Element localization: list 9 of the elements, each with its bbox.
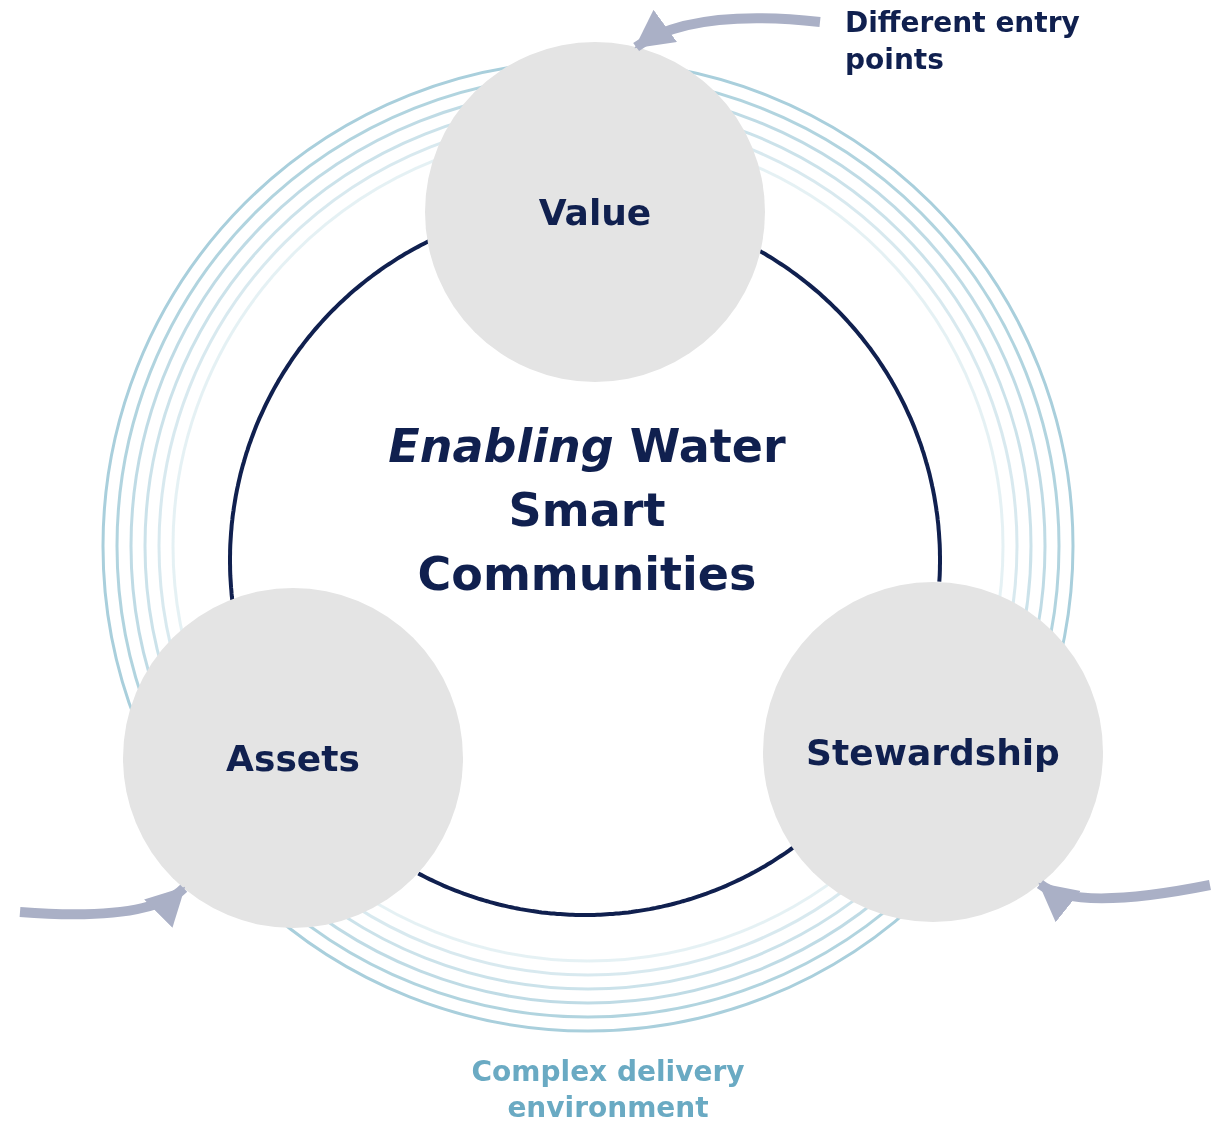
curved-arrow (633, 10, 821, 52)
circle-label: Stewardship (806, 731, 1060, 773)
center-title: Enabling Water Smart Communities (387, 418, 787, 603)
circle-label: Value (538, 191, 652, 233)
curved-arrow (1037, 879, 1211, 921)
curved-arrow (19, 884, 187, 927)
ring-label: Complex delivery environment (470, 1054, 746, 1126)
callout-text: Different entry points (845, 5, 1081, 78)
circle-label: Assets (226, 737, 360, 779)
